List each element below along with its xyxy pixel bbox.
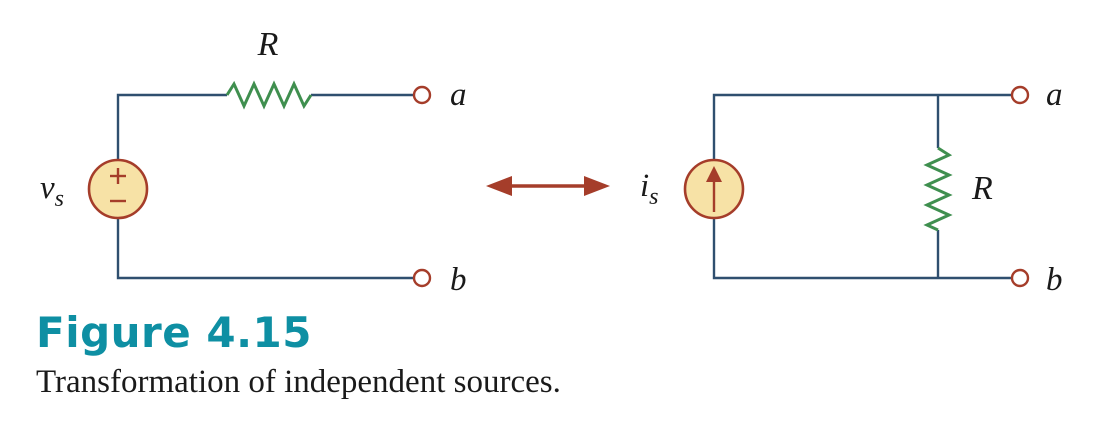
figure-title: Figure 4.15 — [36, 308, 312, 357]
right-wire-bottom — [712, 218, 1012, 280]
voltage-source-symbol: v — [40, 170, 55, 206]
voltage-source-subscript: s — [55, 186, 64, 212]
double-arrow-icon — [486, 176, 610, 196]
right-terminal-a — [1010, 85, 1030, 105]
left-terminal-b-label: b — [450, 262, 467, 298]
left-terminal-b — [412, 268, 432, 288]
left-terminal-a-label: a — [450, 77, 467, 113]
left-resistor-label: R — [257, 26, 279, 63]
current-source-label: is — [640, 168, 659, 210]
right-resistor-label: R — [971, 170, 993, 207]
right-circuit: R is a b — [640, 77, 1063, 298]
left-resistor-icon — [225, 80, 313, 110]
right-terminal-a-label: a — [1046, 77, 1063, 113]
right-resistor-icon — [923, 146, 953, 232]
current-source-icon — [683, 158, 745, 220]
voltage-source-label: vs — [40, 170, 64, 212]
voltage-source-icon — [87, 158, 149, 220]
left-circuit: R vs a b — [40, 26, 467, 298]
right-wire-top — [712, 93, 1012, 160]
right-terminal-b — [1010, 268, 1030, 288]
current-source-subscript: s — [649, 184, 658, 210]
current-source-symbol: i — [640, 168, 649, 204]
right-terminal-b-label: b — [1046, 262, 1063, 298]
left-wire-bottom — [116, 218, 414, 280]
left-terminal-a — [412, 85, 432, 105]
left-wire-top-left — [116, 93, 227, 160]
figure-caption: Transformation of independent sources. — [36, 364, 561, 400]
